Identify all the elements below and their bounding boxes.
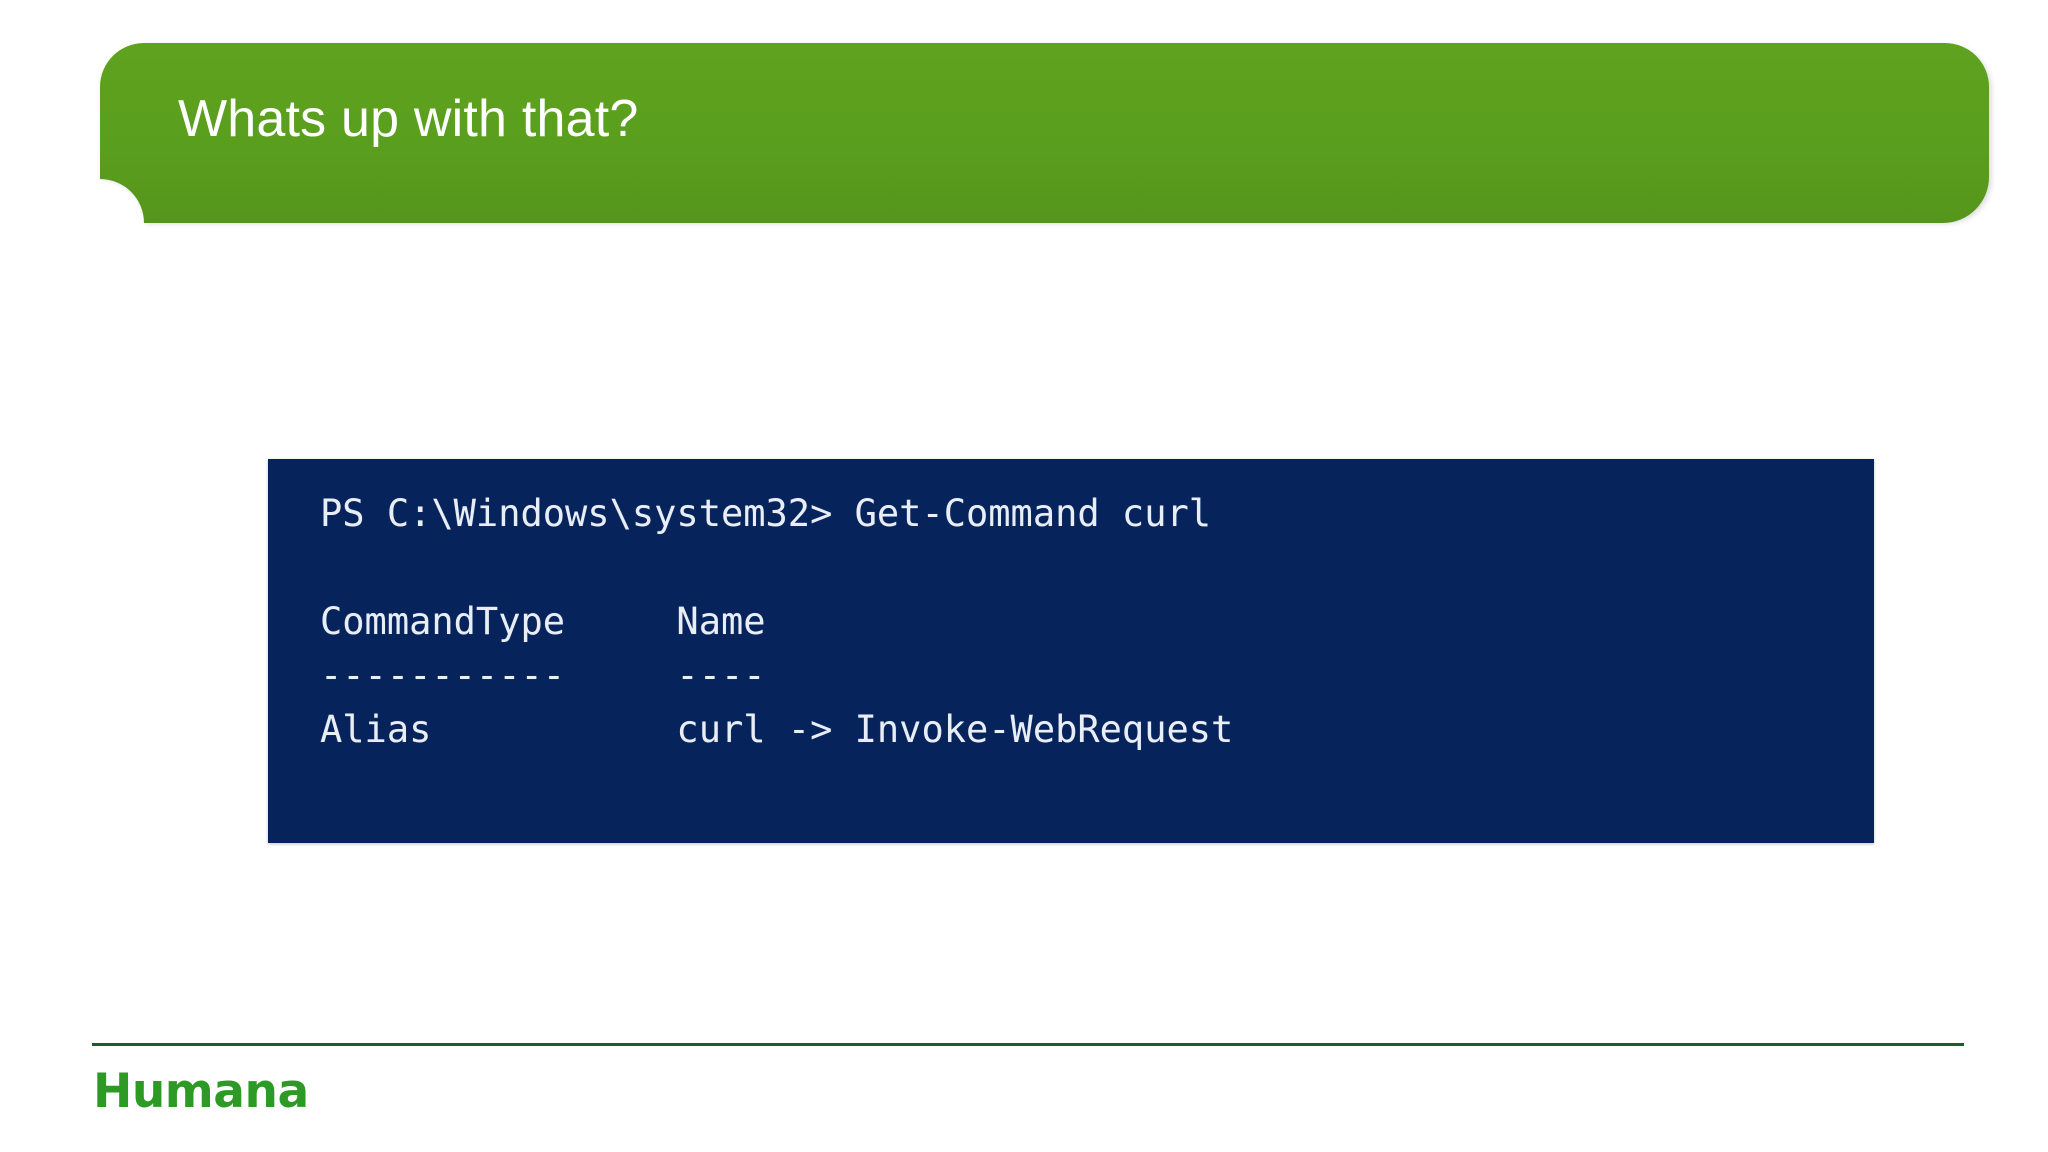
footer-divider: [92, 1043, 1964, 1046]
console-dash-line: ----------- ----: [320, 654, 766, 697]
console-header-line: CommandType Name: [320, 600, 766, 643]
page-title: Whats up with that?: [178, 90, 639, 148]
console-blank-line: [320, 541, 1874, 595]
console-result-line: Alias curl -> Invoke-WebRequest: [320, 708, 1234, 751]
title-banner-shape: [100, 43, 1989, 223]
humana-logo: Humana: [93, 1064, 309, 1119]
console-text-area: PS C:\Windows\system32> Get-Command curl…: [320, 487, 1874, 843]
console-prompt-line: PS C:\Windows\system32> Get-Command curl: [320, 492, 1212, 535]
powershell-console-image: PS C:\Windows\system32> Get-Command curl…: [268, 459, 1874, 843]
title-banner: Whats up with that?: [100, 43, 1991, 223]
